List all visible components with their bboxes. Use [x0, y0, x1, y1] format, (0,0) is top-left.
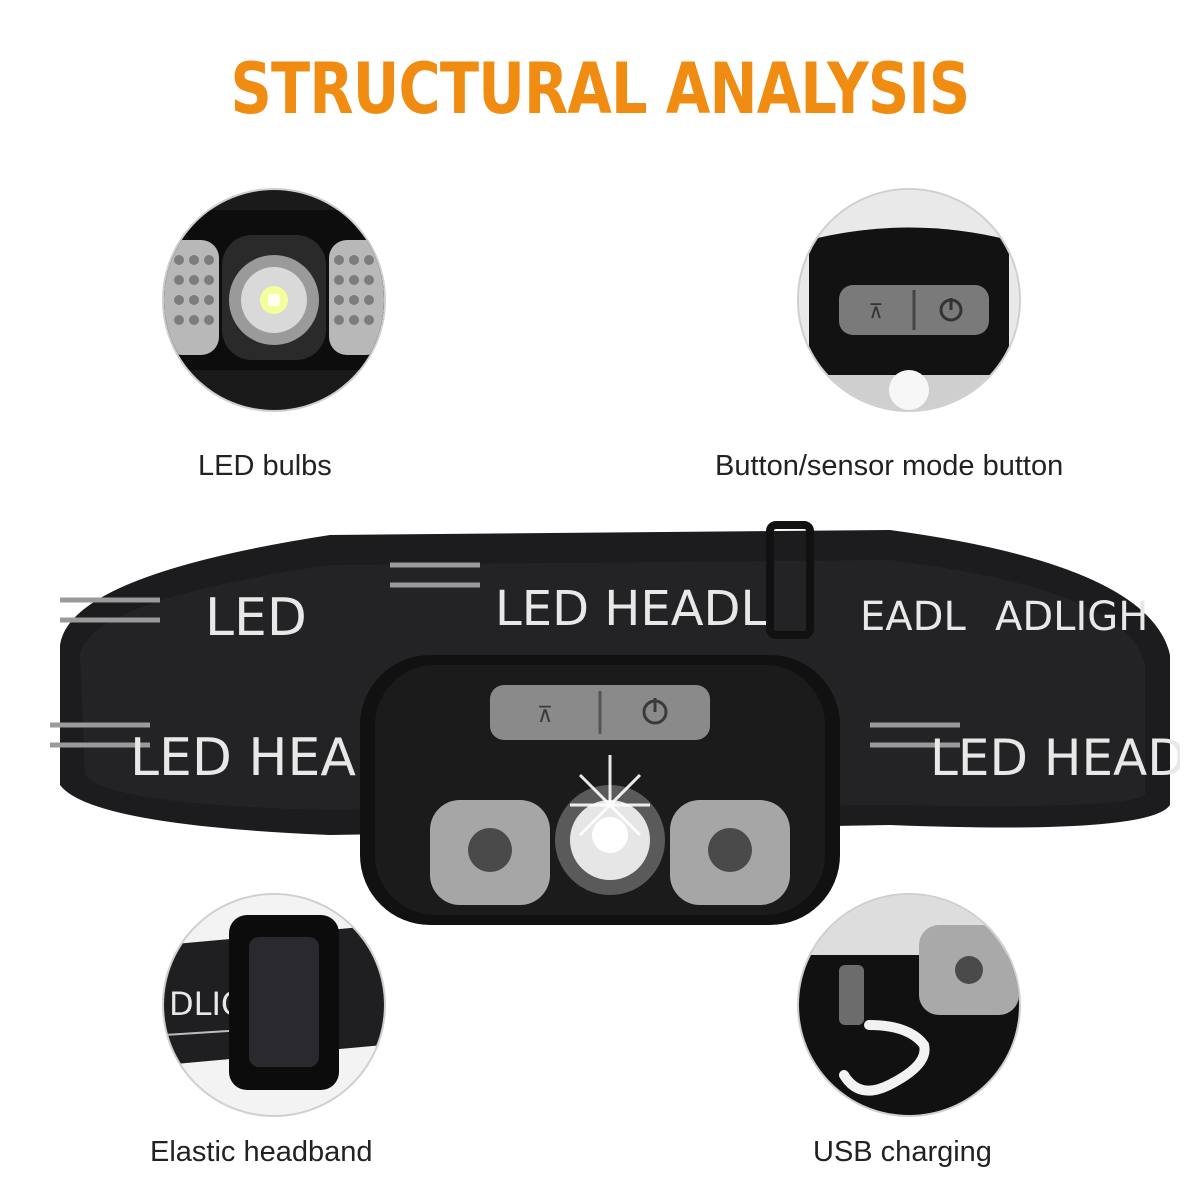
headlamp-product-image: LED LED HEADL EADL ADLIGH LED HEA LED HE…	[30, 505, 1180, 935]
led-bulbs-caption: LED bulbs	[198, 450, 332, 482]
page-title: STRUCTURAL ANALYSIS	[230, 48, 971, 130]
led-bulbs-callout	[162, 188, 386, 412]
usb-callout	[797, 893, 1021, 1117]
band-print-bottom-left: LED HEA	[130, 728, 356, 788]
band-print-top-right-a: EADL	[860, 594, 966, 640]
usb-caption: USB charging	[813, 1136, 992, 1168]
svg-text:⊼: ⊼	[869, 299, 884, 323]
svg-text:⊼: ⊼	[537, 703, 553, 728]
mode-button-closeup-image: ⊼	[799, 190, 1019, 410]
band-print-bottom-right: LED HEADLIG	[930, 729, 1180, 787]
headband-closeup-image: DLIGI	[164, 895, 384, 1115]
headband-caption: Elastic headband	[150, 1136, 373, 1168]
band-print-top-mid: LED HEADL	[495, 581, 768, 637]
led-bulbs-closeup-image	[164, 190, 384, 410]
usb-closeup-image	[799, 895, 1019, 1115]
band-print-top-right-b: ADLIGH	[995, 594, 1148, 640]
mode-button-caption: Button/sensor mode button	[715, 450, 1064, 482]
headband-callout: DLIGI	[162, 893, 386, 1117]
mode-button-callout: ⊼	[797, 188, 1021, 412]
band-print-top-left: LED	[205, 588, 307, 648]
